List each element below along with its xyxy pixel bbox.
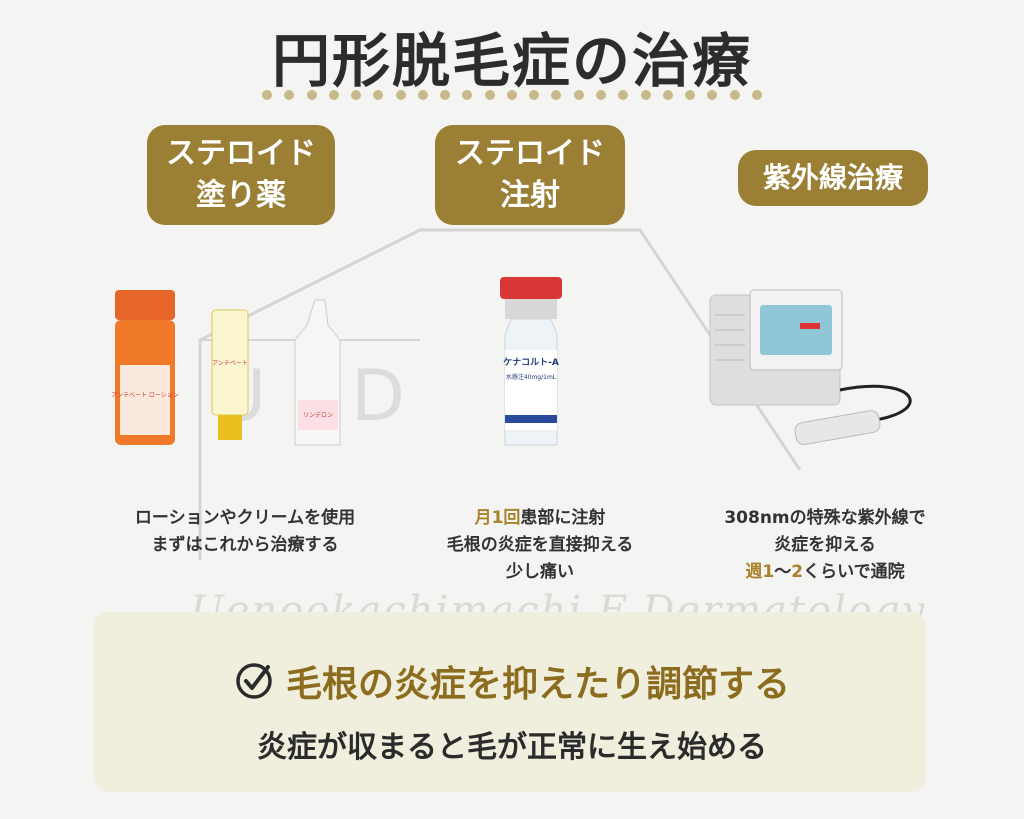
frequency-highlight: 週1: [745, 562, 775, 582]
bottle-label: リンデロン: [303, 411, 333, 419]
description-text: 〜: [774, 562, 792, 582]
title-divider: [262, 90, 762, 102]
description-uv: 308nmの特殊な紫外線で 炎症を抑える 週1〜2くらいで通院: [690, 505, 960, 586]
summary-main: 毛根の炎症を抑えたり調節する: [0, 655, 1024, 707]
badge-line1: ステロイド: [455, 136, 605, 171]
badge-uv-therapy: 紫外線治療: [738, 150, 928, 206]
badge-line1: 紫外線治療: [762, 161, 903, 194]
topical-products-image: アンテベート ローション アンテベート リンデロン: [111, 290, 341, 446]
cream-label: アンテベート: [212, 360, 248, 367]
badge-line1: ステロイド: [166, 136, 316, 171]
frequency-highlight: 月1回: [474, 508, 521, 528]
summary-box: [94, 612, 926, 792]
badge-steroid-topical: ステロイド 塗り薬: [147, 125, 335, 225]
description-line: 308nmの特殊な紫外線で: [724, 508, 926, 528]
vial-image: ケナコルト-A 水懸注40mg/1mL: [500, 277, 562, 446]
badge-line2: 注射: [500, 178, 560, 213]
check-circle-icon: [236, 663, 272, 699]
description-text: くらいで通院: [803, 562, 905, 582]
description-line: まずはこれから治療する: [151, 535, 339, 555]
description-text: 患部に注射: [520, 508, 606, 528]
description-line: 週1〜2くらいで通院: [690, 559, 960, 586]
frequency-highlight: 2: [791, 562, 804, 582]
uv-device-image: [709, 289, 912, 446]
description-line: 月1回患部に注射: [405, 505, 675, 532]
vial-sublabel: 水懸注40mg/1mL: [506, 373, 557, 381]
summary-sub: 炎症が収まると毛が正常に生え始める: [257, 730, 767, 765]
vial-label: ケナコルト-A: [503, 357, 559, 368]
description-line: ローションやクリームを使用: [134, 508, 356, 528]
description-line: 炎症を抑える: [774, 535, 876, 555]
description-injection: 月1回患部に注射 毛根の炎症を直接抑える 少し痛い: [405, 505, 675, 586]
description-line: 毛根の炎症を直接抑える: [446, 535, 634, 555]
description-topical: ローションやクリームを使用 まずはこれから治療する: [95, 505, 395, 559]
badge-steroid-injection: ステロイド 注射: [435, 125, 625, 225]
badge-line2: 塗り薬: [196, 178, 286, 213]
summary-main-text: 毛根の炎症を抑えたり調節する: [285, 664, 790, 705]
lotion-label: アンテベート ローション: [111, 392, 179, 399]
description-line: 少し痛い: [506, 562, 574, 582]
page-title: 円形脱毛症の治療: [271, 27, 752, 95]
